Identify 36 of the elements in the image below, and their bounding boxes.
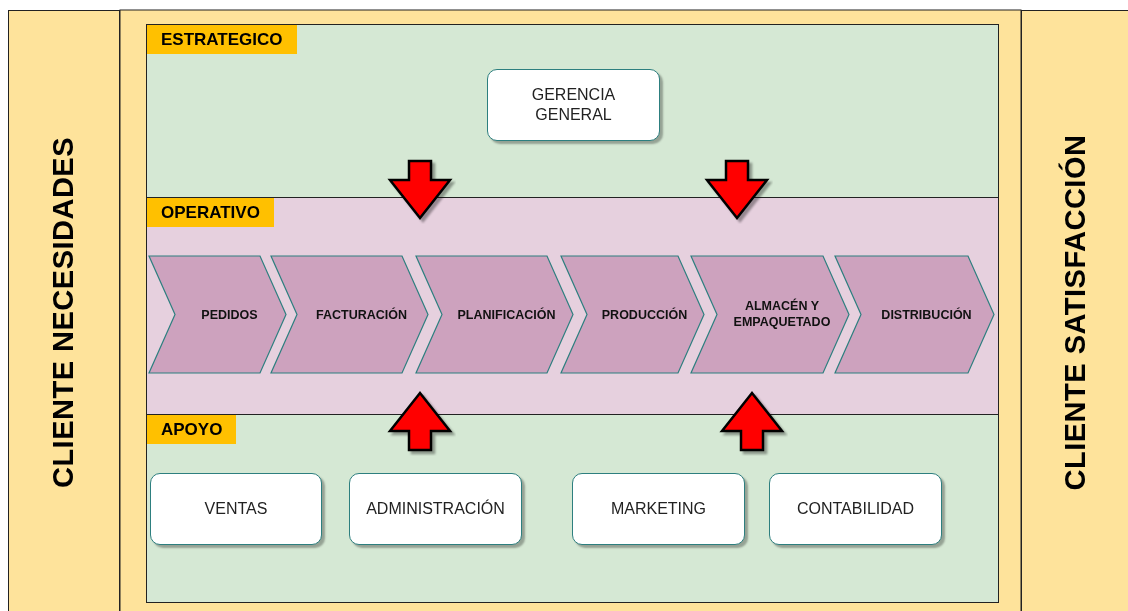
column-title: CLIENTE NECESIDADES [47,136,81,489]
box-label: MARKETING [610,499,707,519]
block-arrow [387,391,453,452]
process-box [349,473,522,545]
process-box [150,473,322,545]
swimlane-band [146,414,999,603]
chevron-step [416,256,573,373]
chevron-step [149,256,286,373]
step-label: FACTURACIÓN [315,306,408,323]
chevron-step [835,256,994,373]
box-label: VENTAS [204,499,268,519]
box-label: CONTABILIDAD [796,499,915,519]
chevron-step [561,256,704,373]
process-box [487,69,660,141]
process-box [572,473,745,545]
box-label: ADMINISTRACIÓN [366,499,505,519]
side-column [1021,10,1128,611]
process-box [769,473,942,545]
section-tag: ESTRATEGICO [147,25,297,54]
chevron-step [691,256,849,373]
swimlane-band [146,197,999,415]
column-title: CLIENTE SATISFACCIÓN [1059,134,1093,491]
block-arrow [719,391,785,452]
chevron-step [271,256,428,373]
box-label: GERENCIA GENERAL [530,85,617,125]
block-arrow [704,159,770,220]
side-column [8,10,120,611]
step-label: PEDIDOS [200,306,259,323]
step-label: DISTRIBUCIÓN [880,306,973,323]
block-arrow [387,159,453,220]
section-tag: OPERATIVO [147,198,274,227]
section-tag: APOYO [147,415,237,444]
step-label: PRODUCCIÓN [600,306,689,323]
step-label: PLANIFICACIÓN [456,306,557,323]
swimlane-band [146,24,999,198]
step-label: ALMACÉN Y EMPAQUETADO [732,297,832,332]
